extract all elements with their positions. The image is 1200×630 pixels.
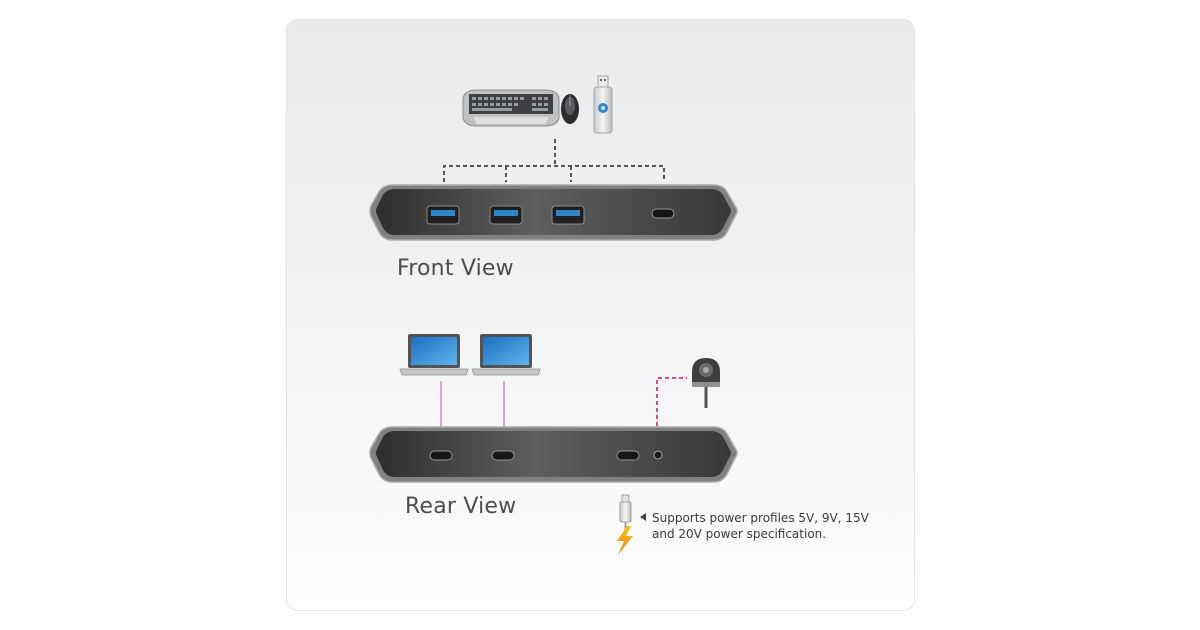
remote-selector-icon <box>692 358 720 408</box>
power-note-line-2: and 20V power specification. <box>652 527 827 541</box>
laptop-icon-2 <box>471 334 541 376</box>
usb-a-port-2 <box>489 205 523 225</box>
lightning-bolt-icon <box>617 526 633 555</box>
usb-c-port-rear-power <box>616 450 640 461</box>
front-device <box>369 184 738 241</box>
keyboard-icon <box>462 89 560 127</box>
power-note: Supports power profiles 5V, 9V, 15V and … <box>652 510 869 542</box>
remote-port <box>653 450 663 460</box>
usb-c-port-rear-1 <box>429 450 453 461</box>
laptop-icon-1 <box>399 334 469 376</box>
usb-c-port-rear-2 <box>491 450 515 461</box>
pointer-arrow-icon <box>640 513 646 521</box>
remote-link <box>656 377 687 426</box>
diagram-graphic <box>369 75 738 555</box>
mouse-icon <box>561 94 579 124</box>
front-connectors <box>443 139 665 182</box>
rear-device <box>369 426 738 483</box>
diagram-card: Front View Rear View Supports power prof… <box>286 19 915 611</box>
usb-flash-drive-icon <box>593 75 613 134</box>
usb-a-port-1 <box>426 205 460 225</box>
host-links <box>440 381 505 426</box>
usb-c-port-front <box>651 208 675 219</box>
rear-view-label: Rear View <box>405 494 517 519</box>
power-note-line-1: Supports power profiles 5V, 9V, 15V <box>652 511 869 525</box>
usb-a-port-3 <box>551 205 585 225</box>
front-view-label: Front View <box>397 256 514 281</box>
